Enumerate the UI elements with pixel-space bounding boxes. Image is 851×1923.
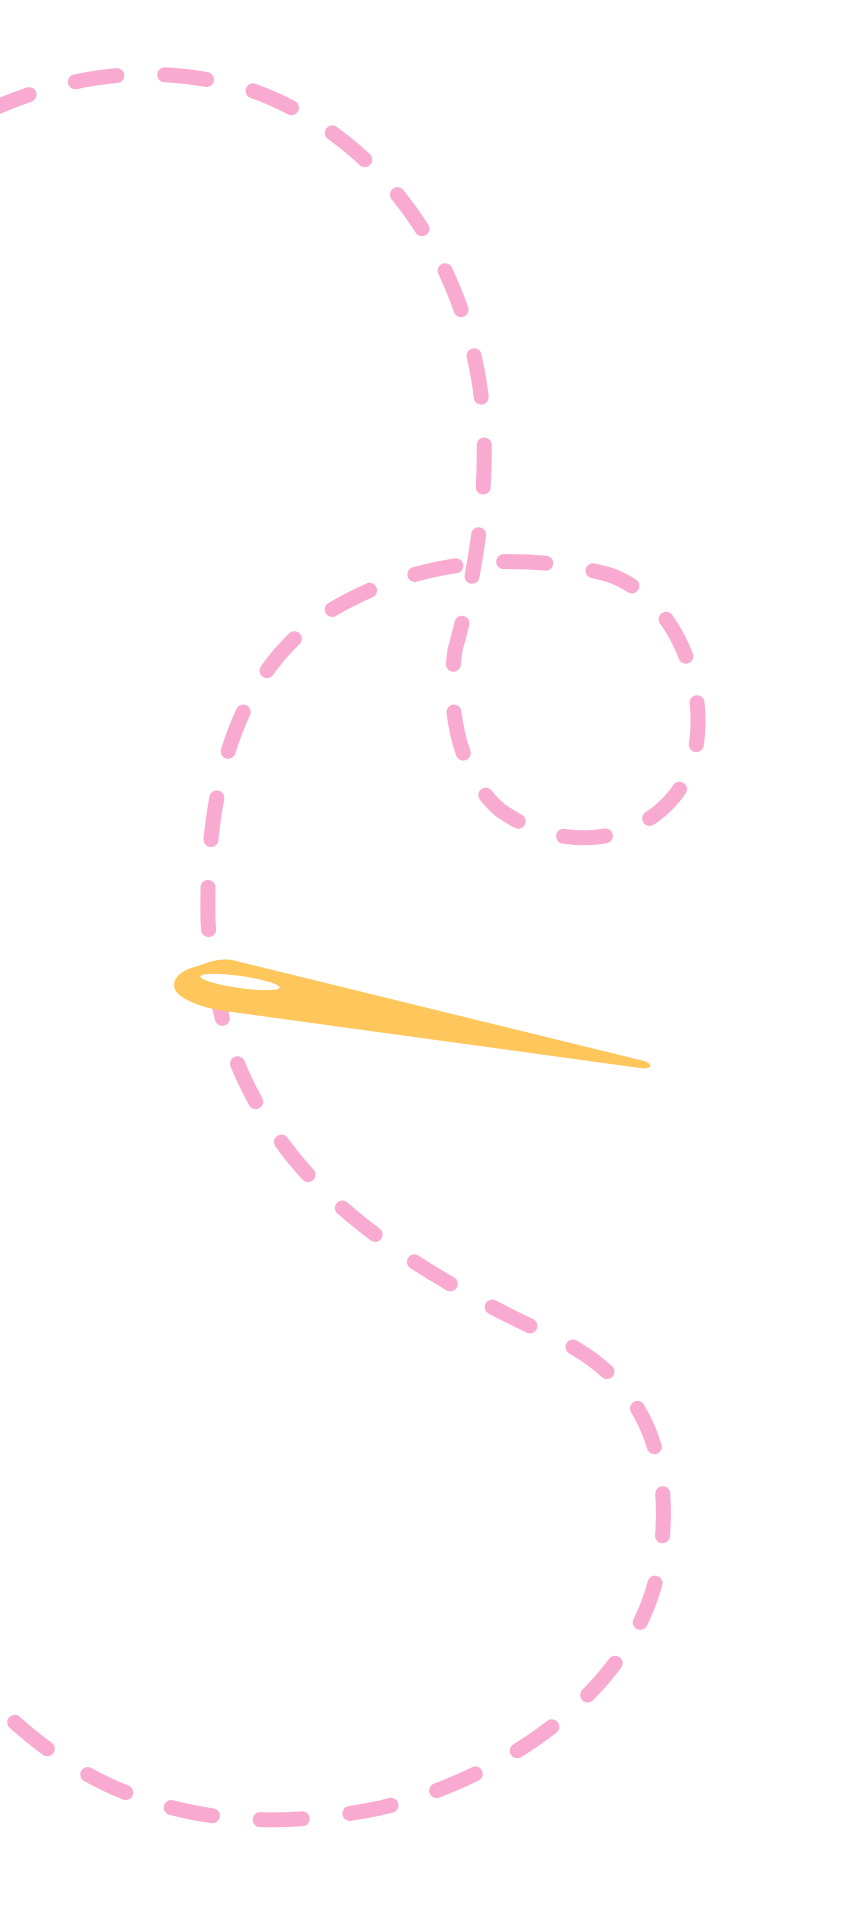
needle-icon bbox=[174, 959, 651, 1069]
dashed-thread bbox=[0, 66, 706, 1828]
needle-body bbox=[174, 959, 651, 1069]
needle-eye bbox=[200, 973, 280, 991]
